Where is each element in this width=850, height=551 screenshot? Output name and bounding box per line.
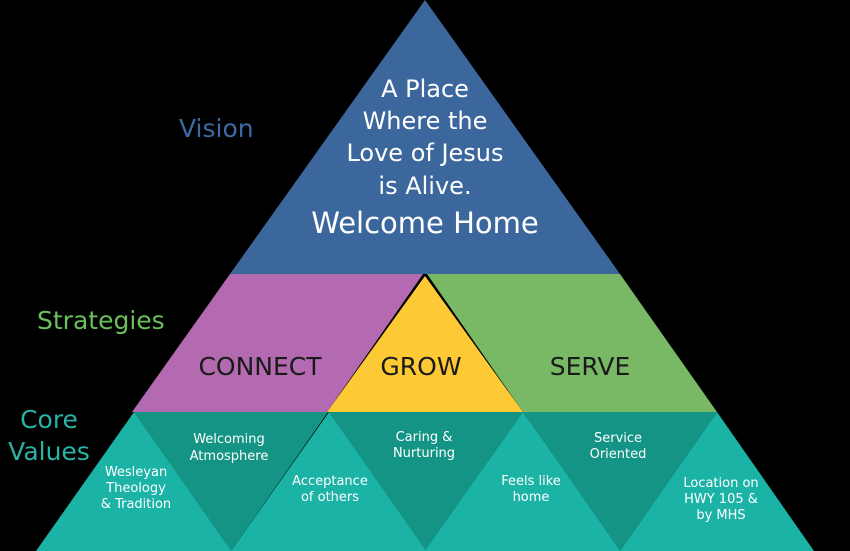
vision-text-line: Where the	[363, 107, 488, 135]
core-value-text: Atmosphere	[190, 449, 269, 464]
core-values-label: Core Values	[4, 404, 94, 468]
core-value-text: Theology	[105, 481, 166, 496]
grow-segment	[327, 276, 523, 412]
core-value-text: Caring &	[396, 430, 453, 445]
core-value-text: Acceptance	[292, 474, 368, 489]
core-values-label-line: Values	[8, 437, 90, 466]
core-value-text: Oriented	[590, 447, 647, 462]
strategies-label: Strategies	[37, 306, 165, 335]
vision-welcome-home: Welcome Home	[311, 206, 539, 240]
core-value-cell-acceptance	[231, 412, 427, 551]
core-value-text: Feels like	[501, 474, 561, 489]
core-value-text: Location on	[683, 476, 758, 491]
core-value-text: Welcoming	[193, 432, 265, 447]
core-value-text: Wesleyan	[105, 465, 167, 480]
strategy-connect-label: CONNECT	[198, 352, 322, 381]
core-value-text: & Tradition	[101, 497, 171, 512]
strategy-grow-label: GROW	[380, 352, 461, 381]
core-value-text: Service	[594, 431, 642, 446]
core-value-cell-caring	[329, 412, 523, 551]
core-value-cell-location	[620, 412, 814, 551]
vision-tier	[230, 0, 620, 274]
core-value-text: HWY 105 &	[684, 492, 758, 507]
core-value-cell-wesleyan	[36, 412, 232, 551]
core-values-label-line: Core	[20, 405, 78, 434]
connect-segment	[132, 274, 423, 412]
core-value-cell-welcoming	[134, 412, 328, 551]
core-value-text: Nurturing	[393, 446, 455, 461]
core-value-cell-feels-like-home	[425, 412, 621, 551]
core-value-text: by MHS	[696, 508, 745, 523]
vision-label: Vision	[179, 114, 254, 143]
vision-text-line: is Alive.	[378, 172, 471, 200]
strategy-serve-label: SERVE	[550, 352, 631, 381]
serve-segment	[427, 274, 717, 412]
vision-text-line: A Place	[381, 75, 469, 103]
core-value-text: of others	[301, 490, 359, 505]
core-value-text: home	[513, 490, 550, 505]
vision-text-line: Love of Jesus	[346, 139, 503, 167]
core-value-cell-service	[523, 412, 717, 551]
